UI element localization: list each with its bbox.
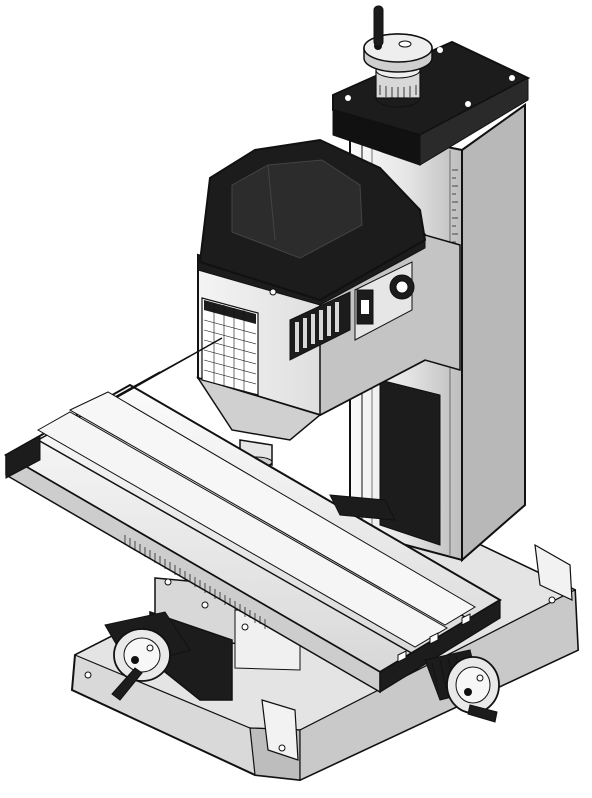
speed-chart-plate	[201, 297, 259, 396]
on-off-switch-icon	[356, 289, 374, 325]
handwheel-icon	[104, 611, 191, 701]
vent-grille	[289, 291, 351, 361]
column-top-cap	[332, 40, 531, 166]
speed-dial-icon	[389, 274, 415, 300]
x-axis-scale	[124, 535, 266, 629]
work-table	[3, 337, 502, 694]
handwheel-icon	[424, 649, 500, 723]
control-panel	[354, 261, 415, 341]
motor-cover	[198, 138, 427, 302]
headstock-support	[329, 494, 396, 521]
z-axis-handwheel	[363, 5, 433, 108]
